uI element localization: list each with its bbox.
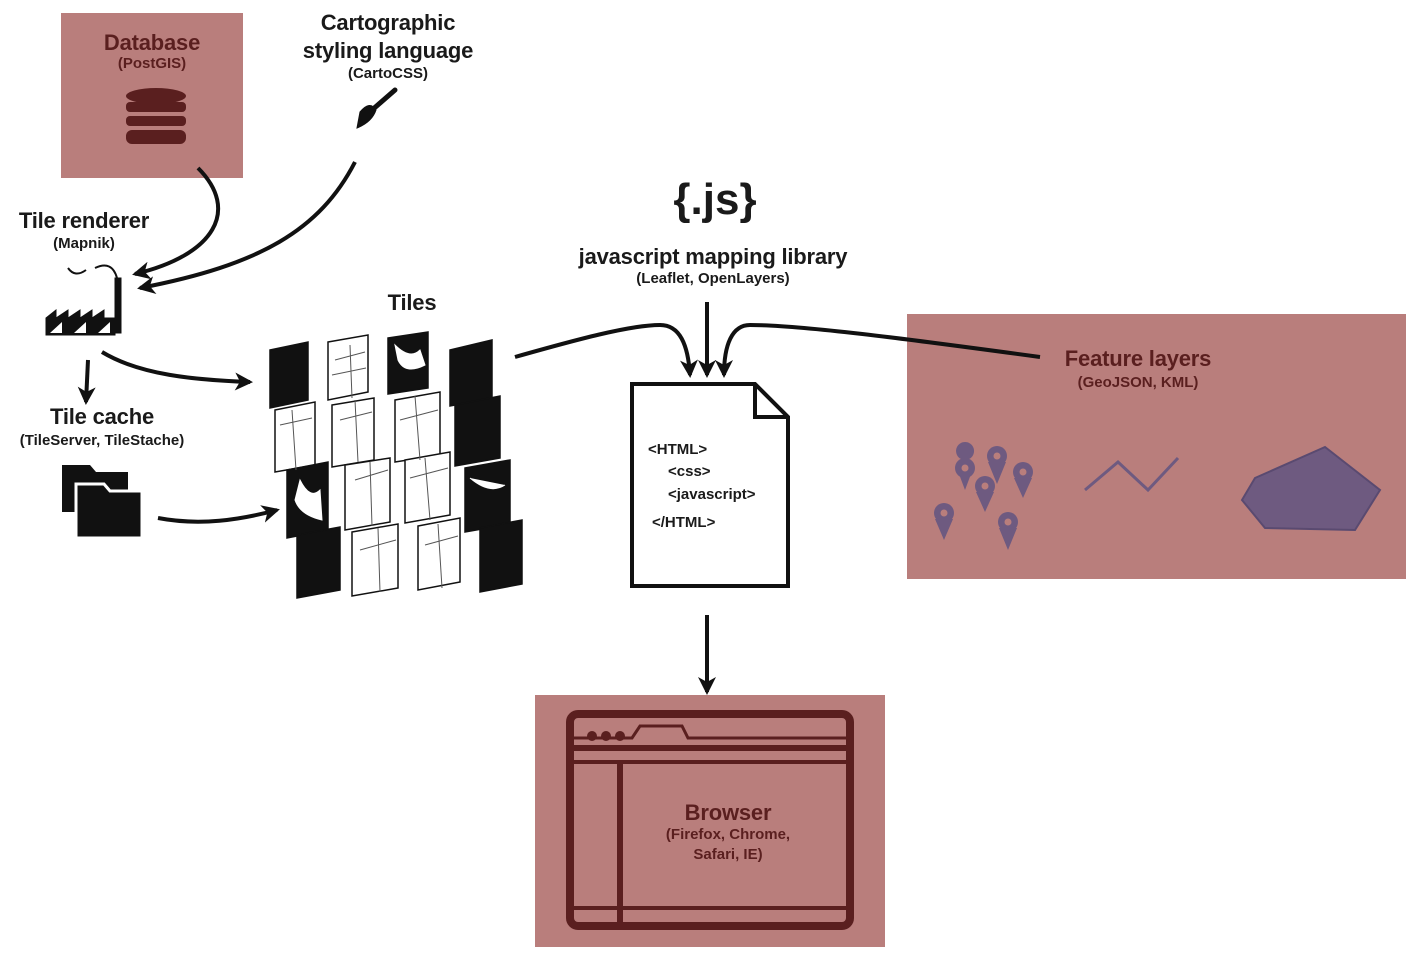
html-line-javascript: <javascript> — [668, 486, 756, 503]
js-symbol: {.js} — [673, 175, 757, 224]
database-title: Database — [103, 30, 201, 55]
factory-icon — [45, 264, 122, 336]
renderer-title: Tile renderer — [18, 208, 150, 233]
js-library-subtitle: (Leaflet, OpenLayers) — [636, 270, 790, 287]
map-pin-icons — [934, 442, 1033, 550]
line-feature-icon — [1084, 456, 1180, 493]
cache-title: Tile cache — [50, 404, 154, 429]
renderer-subtitle: (Mapnik) — [53, 235, 115, 252]
html-line-open: <HTML> — [648, 441, 708, 458]
styling-title-line2: styling language — [302, 38, 474, 63]
feature-layers-subtitle: (GeoJSON, KML) — [1077, 374, 1199, 391]
js-library-title: javascript mapping library — [578, 244, 848, 269]
styling-subtitle: (CartoCSS) — [347, 65, 428, 82]
html-line-close: </HTML> — [652, 514, 716, 531]
flow-arrows — [77, 161, 1041, 695]
feature-layers-box — [907, 314, 1406, 579]
browser-subtitle-line1: (Firefox, Chrome, — [665, 826, 791, 843]
database-icon — [126, 88, 186, 144]
polygon-feature-icon — [1240, 445, 1382, 532]
feature-layers-title: Feature layers — [1064, 346, 1212, 371]
cache-subtitle: (TileServer, TileStache) — [19, 432, 185, 449]
browser-title: Browser — [684, 800, 772, 825]
browser-window-icon — [566, 710, 854, 930]
tiles-mosaic — [269, 331, 523, 599]
folder-icon — [62, 465, 144, 540]
html-line-css: <css> — [668, 463, 711, 480]
paintbrush-icon — [356, 87, 398, 129]
database-subtitle: (PostGIS) — [117, 55, 187, 72]
browser-subtitle-line2: Safari, IE) — [693, 846, 763, 863]
tiles-title: Tiles — [387, 290, 437, 315]
html-document-icon — [630, 382, 790, 588]
styling-title-line1: Cartographic — [320, 10, 456, 35]
